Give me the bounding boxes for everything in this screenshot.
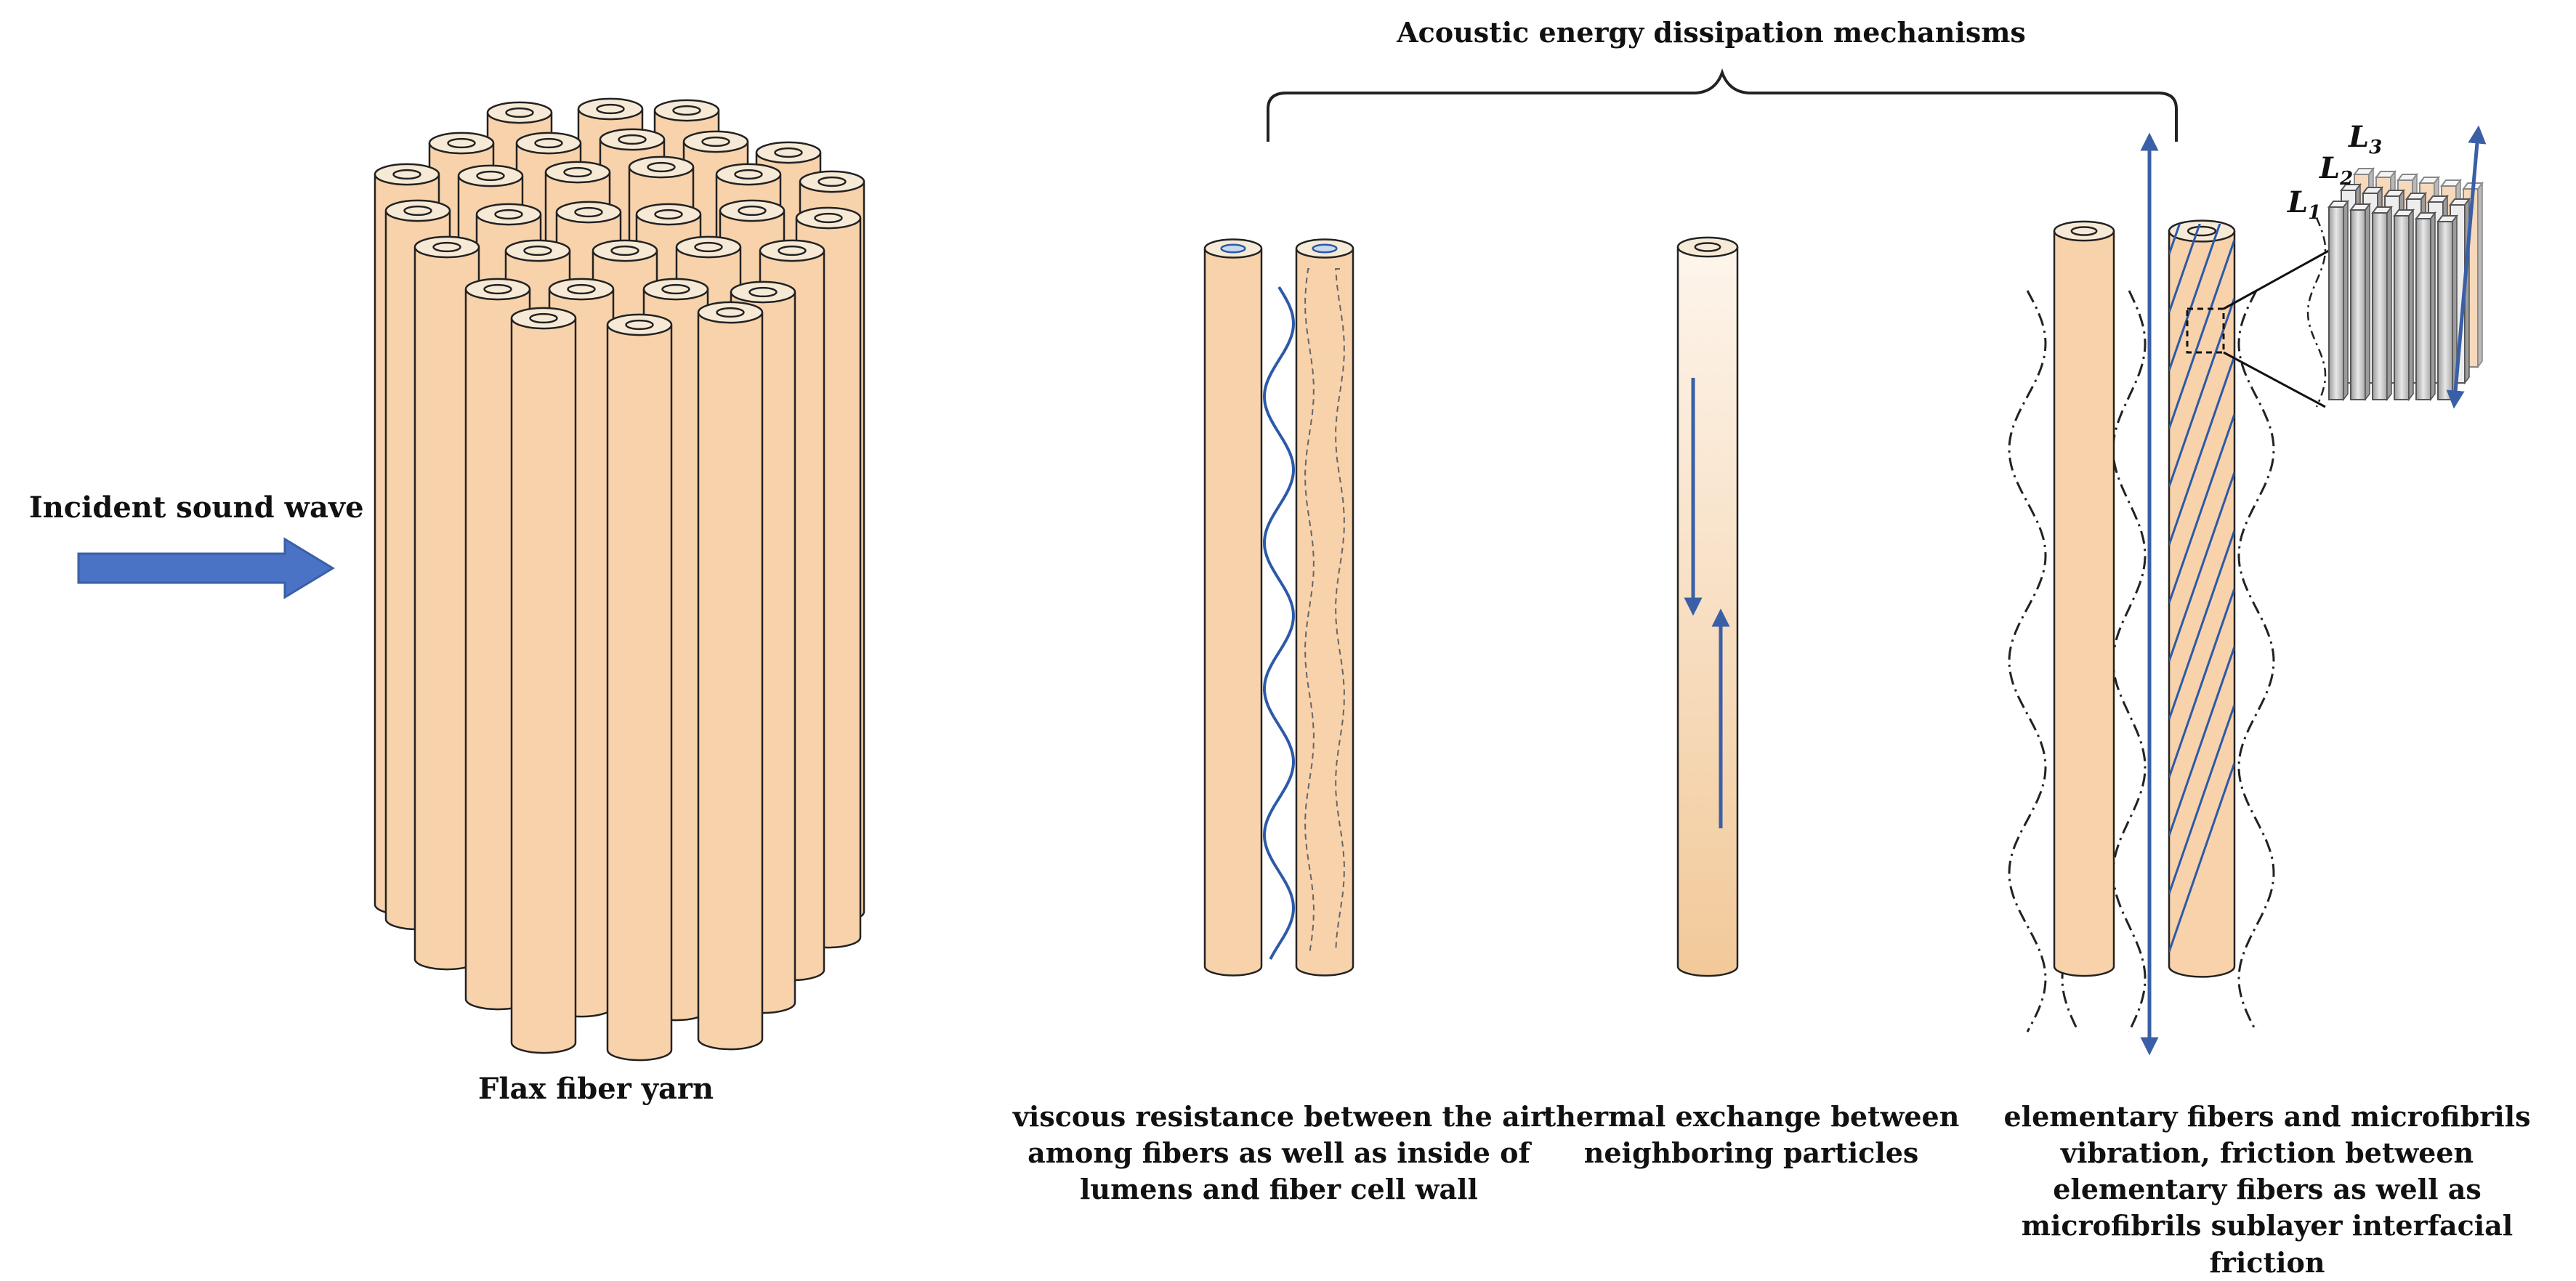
fiber-right-cylinder (1295, 238, 1354, 977)
cell-wall-line (1304, 268, 1315, 953)
microfibril (2327, 199, 2349, 402)
twisted-fiber-with-microfibrils (2168, 219, 2236, 978)
mechanisms-bracket (1267, 68, 2178, 142)
incident-sound-wave-label: Incident sound wave (29, 490, 364, 525)
microfibril (2371, 205, 2393, 402)
viscous-resistance-illustration (1203, 238, 1354, 977)
layer-label-l3: L3 (2349, 120, 2383, 158)
yarn-fiber (606, 313, 673, 1062)
thermal-fiber-cylinder (1676, 236, 1739, 977)
incident-sound-wave-arrow (77, 537, 335, 599)
fiber-right-with-lumen (1295, 238, 1354, 977)
zoom-vibration-arrow (2446, 125, 2487, 409)
vibration-friction-illustration (2008, 125, 2487, 1056)
layer-label-l1: L1 (2288, 185, 2322, 224)
mechanisms-title: Acoustic energy dissipation mechanisms (1397, 16, 2026, 49)
microfibril (2393, 208, 2415, 402)
air-flow-wave (1262, 286, 1296, 960)
mechanism-viscous-caption: viscous resistance between the air among… (1012, 1100, 1546, 1206)
microfibril (2436, 214, 2458, 402)
microfibril-spiral-lines (2169, 224, 2234, 953)
zoom-selection-box (2186, 307, 2225, 354)
microfibril (2349, 202, 2371, 402)
fiber-left (1203, 238, 1263, 977)
microfibril (2415, 211, 2436, 402)
zoom-connector-bottom (2223, 351, 2326, 408)
fiber-thermal (1676, 236, 1739, 977)
zoom-connector-top (2223, 238, 2349, 310)
twisted-fiber-cylinder (2168, 219, 2236, 978)
vibration-wave-outer-left (2008, 290, 2047, 1033)
yarn-fiber (510, 307, 577, 1054)
elementary-fiber (2053, 220, 2115, 977)
mechanism-friction-caption: elementary fibers and microfibrils vibra… (2003, 1100, 2531, 1279)
elementary-fiber-cylinder (2053, 220, 2115, 977)
layer-label-l2: L2 (2319, 151, 2354, 190)
zoom-vibration-wave (2306, 217, 2327, 408)
cell-wall-line (1335, 268, 1345, 953)
mechanism-thermal-caption: thermal exchange between neighboring par… (1543, 1100, 1960, 1170)
flax-fiber-yarn-bundle (374, 97, 865, 1062)
thermal-exchange-illustration (1676, 236, 1739, 977)
vibration-wave-inner-right (2112, 290, 2147, 1033)
yarn-fiber (697, 301, 764, 1051)
vibration-wave-right (2237, 290, 2275, 1033)
fiber-left-cylinder (1203, 238, 1263, 977)
flax-fiber-yarn-label: Flax fiber yarn (477, 1072, 714, 1106)
